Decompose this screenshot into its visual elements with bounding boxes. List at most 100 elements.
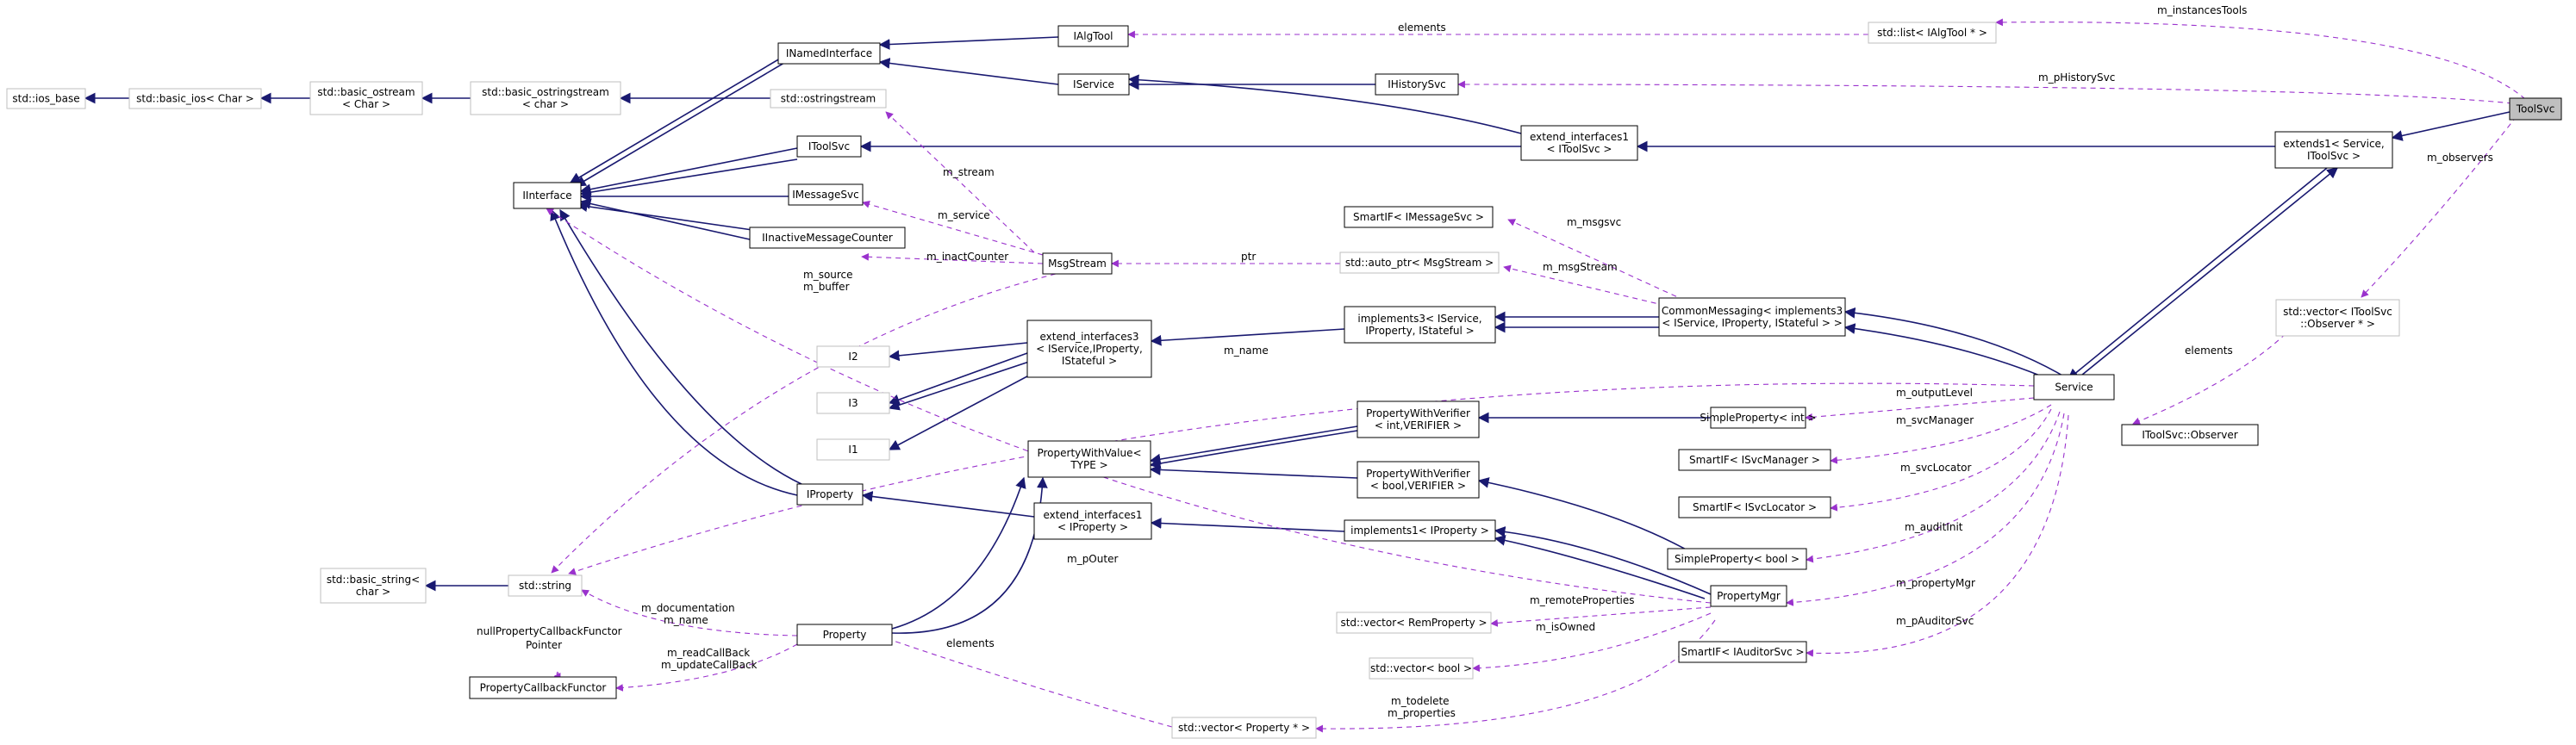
class-node-smartif-iauditorsvc[interactable]: SmartIF< IAuditorSvc > [1678,641,1807,663]
class-node-iproperty[interactable]: IProperty [796,483,864,506]
class-node-service[interactable]: Service [2033,374,2115,400]
node-box [1344,519,1496,542]
class-node-smartif-isvcmanager[interactable]: SmartIF< ISvcManager > [1678,449,1831,471]
edge-m_observers [2361,115,2517,298]
edge-iinactive-to-iinterface-2 [576,201,759,232]
node-box [1344,306,1496,344]
class-node-extend-interfaces1-iproperty[interactable]: extend_interfaces1< IProperty > [1033,502,1152,540]
class-node-msgstream[interactable]: MsgStream [1042,252,1113,275]
class-node-ostringstream[interactable]: std::ostringstream [770,89,887,109]
node-label: I3 [848,397,858,409]
node-box [1171,717,1317,739]
node-box [1042,252,1113,275]
node-box [816,392,890,414]
class-node-iinterface[interactable]: IInterface [513,182,582,209]
class-node-vector-remprop[interactable]: std::vector< RemProperty > [1336,612,1492,634]
class-node-implements3[interactable]: implements3< IService,IProperty, IStatef… [1344,306,1496,344]
node-label: < IService,IProperty, [1036,343,1143,355]
class-node-vector-bool[interactable]: std::vector< bool > [1369,657,1474,680]
node-box [1520,125,1638,161]
class-node-commonmessaging[interactable]: CommonMessaging< implements3< IService, … [1658,297,1846,337]
class-node-iinactivemessagecounter[interactable]: IInactiveMessageCounter [749,227,906,249]
class-node-simpleproperty-int[interactable]: SimpleProperty< int > [1700,407,1817,429]
class-node-extend-interfaces3[interactable]: extend_interfaces3< IService,IProperty,I… [1026,320,1152,378]
node-label: std::vector< Property * > [1178,722,1310,734]
label-m_stream: m_stream [943,166,995,178]
node-label: < IProperty > [1057,521,1128,533]
edge-ialgtool-to-inamedinterface [878,36,1059,50]
edge-iservice-to-inamedinterface [878,58,1059,85]
node-box [777,42,881,65]
label-m_msgsvc: m_msgsvc [1567,216,1621,228]
label-m_observers: m_observers [2427,152,2493,164]
node-label: < IToolSvc > [1547,143,1612,155]
class-node-i2[interactable]: I2 [816,345,890,368]
class-node-propertywithvalue[interactable]: PropertyWithValue<TYPE > [1027,440,1151,478]
class-node-propertywithverifier-int[interactable]: PropertyWithVerifier< int,VERIFIER > [1357,400,1480,438]
node-label: std::string [519,580,571,592]
node-label: IService [1073,78,1114,90]
node-label: Service [2055,382,2093,394]
class-node-ihistorysvc[interactable]: IHistorySvc [1375,73,1459,96]
class-node-iservice[interactable]: IService [1057,73,1130,96]
node-box [1667,548,1807,570]
edge-propmgr-to-implements1-2 [1494,535,1706,599]
class-node-basic-ostream[interactable]: std::basic_ostream< Char > [309,81,423,115]
class-node-ios-base[interactable]: std::ios_base [6,88,86,109]
class-node-basic-string-char[interactable]: std::basic_string<char > [320,568,427,604]
edge-service-to-extends1-b [2076,167,2338,380]
edge-nullPropertyCallbackFunctor [553,670,561,681]
class-node-extends1[interactable]: extends1< Service,IToolSvc > [2274,131,2393,169]
class-node-basic-ios[interactable]: std::basic_ios< Char > [128,88,262,109]
node-label: extend_interfaces1 [1044,509,1143,521]
edge-service-to-common [1843,307,2069,380]
class-node-toolsvc[interactable]: ToolSvc [2509,97,2562,121]
class-node-i3[interactable]: I3 [816,392,890,414]
label-m_pHistorySvc: m_pHistorySvc [2038,71,2115,84]
class-node-itoolsvc[interactable]: IToolSvc [796,135,862,158]
class-node-std-string[interactable]: std::string [508,574,583,597]
label-m_buffer: m_buffer [803,281,850,293]
node-label: SimpleProperty< bool > [1675,553,1799,565]
class-node-extend-interfaces1-itoolsvc[interactable]: extend_interfaces1< IToolSvc > [1520,125,1638,161]
node-label: SimpleProperty< int > [1700,412,1816,424]
class-node-smartif-imessagesvc[interactable]: SmartIF< IMessageSvc > [1344,206,1494,228]
class-node-vector-observer[interactable]: std::vector< IToolSvc::Observer * > [2275,299,2400,337]
node-label: I2 [848,351,858,363]
label-ptr: ptr [1241,251,1256,263]
class-node-itoolsvc-observer[interactable]: IToolSvc::Observer [2121,424,2259,446]
class-node-i1[interactable]: I1 [816,438,890,461]
class-node-inamedinterface[interactable]: INamedInterface [777,42,881,65]
class-node-propertycallbackfunctor[interactable]: PropertyCallbackFunctor [469,676,617,699]
class-node-imessagesvc[interactable]: IMessageSvc [788,183,864,206]
class-node-list-ialgtool[interactable]: std::list< IAlgTool * > [1868,22,1997,44]
node-box [470,81,621,115]
node-box [1357,461,1480,499]
usage-edges [546,18,2526,733]
edge-itoolsvc-to-iinterface [579,147,798,196]
class-node-propertywithverifier-bool[interactable]: PropertyWithVerifier< bool,VERIFIER > [1357,461,1480,499]
node-box [1678,496,1831,518]
class-node-ialgtool[interactable]: IAlgTool [1057,25,1129,47]
node-box [1710,407,1806,429]
class-node-vector-propptr[interactable]: std::vector< Property * > [1171,717,1317,739]
edge-iproperty-to-iinterface [550,208,798,496]
class-node-basic-ostringstream[interactable]: std::basic_ostringstream< char > [470,81,621,115]
node-box [128,88,262,109]
node-box [2275,299,2400,337]
node-label: < bool,VERIFIER > [1370,480,1466,492]
class-node-auto-ptr-msgstream[interactable]: std::auto_ptr< MsgStream > [1339,251,1500,274]
class-node-propertymgr[interactable]: PropertyMgr [1710,585,1787,607]
node-label: ::Observer * > [2300,318,2375,330]
node-label: IToolSvc > [2307,150,2361,162]
class-node-simpleproperty-bool[interactable]: SimpleProperty< bool > [1667,548,1807,570]
class-node-smartif-isvclocator[interactable]: SmartIF< ISvcLocator > [1678,496,1831,518]
edge-labels: m_instancesTools elements m_pHistorySvc … [477,4,2493,719]
class-node-property[interactable]: Property [796,624,893,646]
class-node-implements1-iproperty[interactable]: implements1< IProperty > [1344,519,1496,542]
label-m_properties: m_properties [1388,707,1456,719]
node-label: PropertyWithValue< [1037,447,1141,459]
node-label: PropertyMgr [1717,590,1781,602]
node-box [469,676,617,699]
node-label: SmartIF< IMessageSvc > [1353,211,1484,223]
